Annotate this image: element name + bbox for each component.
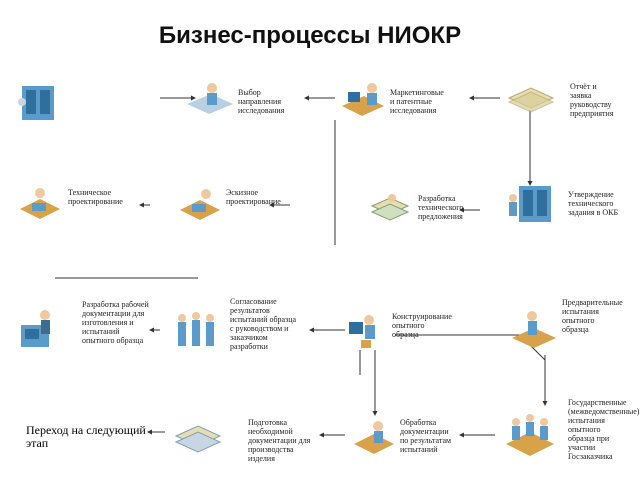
prototype-construct-label: Конструирование опытного образца bbox=[392, 312, 452, 339]
server-rack-icon bbox=[505, 182, 555, 231]
people-group-icon bbox=[172, 308, 222, 359]
person-at-desk-icon bbox=[352, 418, 396, 463]
tech-proposal-label: Разработка технического предложения bbox=[418, 194, 464, 221]
correction-label: Обработка документации по результатам ис… bbox=[400, 418, 452, 454]
document-stack-icon bbox=[505, 80, 557, 121]
doc-development-label: Разработка рабочей документации для изго… bbox=[82, 300, 149, 345]
next-stage-label: Переход на следующий этап bbox=[26, 423, 146, 450]
person-at-computer-icon bbox=[345, 312, 389, 361]
research-choice-label: Выбор направления исследования bbox=[238, 88, 285, 115]
people-group-icon bbox=[500, 408, 560, 469]
person-at-computer-icon bbox=[15, 305, 65, 360]
preliminary-tests-label: Предварительные испытания опытного образ… bbox=[562, 298, 623, 334]
acceptance-tests-label: Государственные (межведомственные) испыт… bbox=[568, 398, 640, 461]
tech-design-label: Техническое проектирование bbox=[68, 188, 123, 206]
report-proposals-label: Отчёт и заявка руководству предприятия bbox=[570, 82, 614, 118]
person-at-desk-icon bbox=[185, 78, 235, 123]
person-at-computer-icon bbox=[338, 78, 388, 125]
market-research-label: Маркетинговые и патентные исследования bbox=[390, 88, 444, 115]
person-at-desk-icon bbox=[510, 308, 558, 357]
document-prep-label: Подготовка необходимой документации для … bbox=[248, 418, 311, 463]
draft-design-label: Эскизное проектирование bbox=[226, 188, 281, 206]
server-rack-icon bbox=[14, 80, 64, 130]
tech-design-icon bbox=[18, 185, 62, 230]
page-title: Бизнес-процессы НИОКР bbox=[158, 22, 462, 49]
draft-design-icon bbox=[178, 186, 222, 231]
document-stack-icon bbox=[172, 420, 224, 463]
coordination-label: Согласование результатов испытаний образ… bbox=[230, 297, 297, 351]
tech-spec-approval-label: Утверждение технического задания в ОКБ bbox=[568, 190, 619, 217]
document-stack-icon bbox=[370, 192, 410, 233]
